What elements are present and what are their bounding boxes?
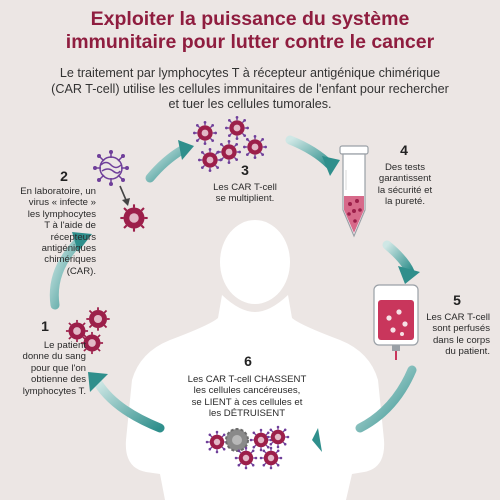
step-2-line: En laboratoire, un <box>20 186 96 197</box>
multiplying-car-t-cells-icon <box>192 115 268 173</box>
step-3-line: se multiplient. <box>215 193 275 205</box>
step-4-line: garantissent <box>378 173 432 185</box>
step-1-line: obtienne des <box>31 374 86 386</box>
step-2-number: 2 <box>60 168 68 184</box>
intro-line-3: et tuer les cellules tumorales. <box>168 97 332 111</box>
car-t-attacking-cancer-icon <box>205 425 290 470</box>
step-6-text: Les CAR T-cell CHASSENT les cellules can… <box>174 374 320 420</box>
arrow-1-to-2 <box>49 235 85 310</box>
step-2-line: T à l'aide de <box>44 220 96 232</box>
step-3-line: Les CAR T-cell <box>213 182 277 193</box>
step-6-line: les DÉTRUISENT <box>208 408 286 420</box>
cycle-arrows <box>49 135 417 433</box>
test-tube-icon <box>339 145 369 238</box>
step-6-line: les cellules cancéreuses, <box>193 385 301 397</box>
arrow-head-4-to-5 <box>398 266 420 284</box>
step-2-line: antigéniques <box>41 243 96 255</box>
arrow-head-1-to-2 <box>72 232 92 252</box>
step-2-text: En laboratoire, un virus « infecte » les… <box>4 186 96 277</box>
step-5-line: dans le corps <box>432 334 490 346</box>
step-6-number: 6 <box>244 353 252 369</box>
step-2-line: les lymphocytes <box>27 208 96 220</box>
arrow-3-to-4 <box>285 135 335 170</box>
step-5-line: du patient. <box>445 346 490 358</box>
arrow-head-5-to-6 <box>312 428 322 452</box>
step-1-text: Le patient donne du sang pour que l'on o… <box>10 340 86 397</box>
intro-paragraph: Le traitement par lymphocytes T à récept… <box>14 66 486 113</box>
virus-infecting-cell-icon <box>93 150 149 233</box>
step-5-line: Les CAR T-cell <box>426 312 490 323</box>
page-title: Exploiter la puissance du système immuni… <box>0 8 500 54</box>
intro-line-2: (CAR T-cell) utilise les cellules immuni… <box>51 81 449 96</box>
arrow-head-3-to-4 <box>322 156 340 176</box>
step-1-number: 1 <box>41 318 49 334</box>
step-4-line: la sécurité et <box>377 184 433 196</box>
step-3-number: 3 <box>241 162 249 178</box>
step-4-number: 4 <box>400 142 408 158</box>
step-6-line: Les CAR T-cell CHASSENT <box>187 374 307 385</box>
step-1-line: lymphocytes T. <box>22 385 86 397</box>
step-2-line: chimériques <box>44 254 96 266</box>
step-2-line: virus « infecte » <box>28 197 96 209</box>
destroyed-cancer-cell-icon <box>225 428 249 452</box>
step-2-line: récepteurs <box>50 231 96 243</box>
step-6-line: se LIENT à ces cellules et <box>191 396 303 408</box>
step-3-text: Les CAR T-cell se multiplient. <box>196 182 294 205</box>
step-1-line: donne du sang <box>22 351 86 363</box>
step-2-line: (CAR). <box>66 265 96 277</box>
arrow-head-6-to-1 <box>88 372 108 392</box>
step-4-line: Des tests <box>385 162 425 173</box>
intro-line-1: Le traitement par lymphocytes T à récept… <box>59 66 441 80</box>
arrow-6-to-1 <box>93 378 165 433</box>
step-1-line: pour que l'on <box>30 362 86 374</box>
arrow-heads <box>72 140 420 452</box>
arrow-head-2-to-3 <box>178 140 194 160</box>
step-5-number: 5 <box>453 292 461 308</box>
step-5-line: sont perfusés <box>432 323 490 335</box>
arrow-2-to-3 <box>145 145 187 183</box>
arrow-5-to-6 <box>355 365 417 433</box>
step-4-line: la pureté. <box>384 196 425 208</box>
infusion-bag-icon <box>373 284 419 360</box>
step-1-line: Le patient <box>43 340 86 351</box>
arrow-4-to-5 <box>382 240 415 277</box>
title-line-1: Exploiter la puissance du système <box>90 8 410 30</box>
title-line-2: immunitaire pour lutter contre le cancer <box>65 31 435 53</box>
step-5-text: Les CAR T-cell sont perfusés dans le cor… <box>416 312 490 358</box>
step-4-text: Des tests garantissent la sécurité et la… <box>370 162 440 208</box>
